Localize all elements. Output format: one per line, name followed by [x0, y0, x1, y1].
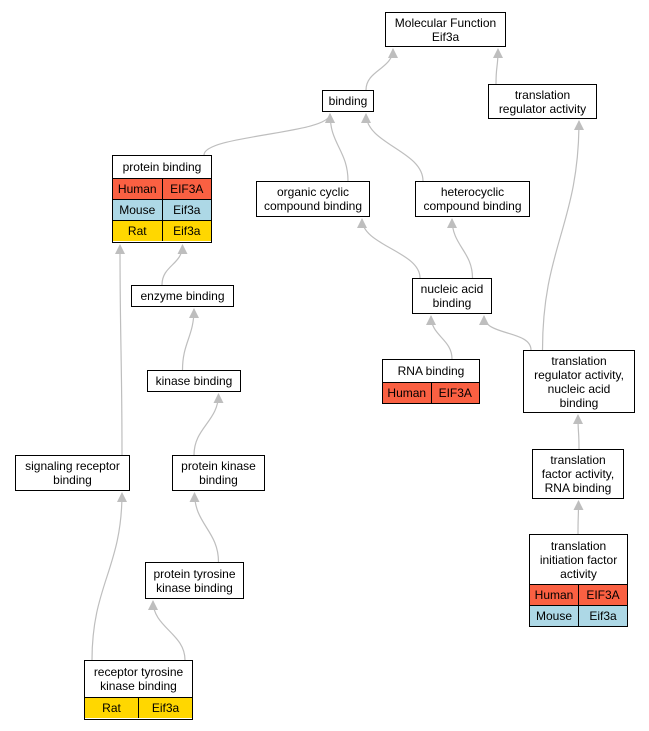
- edge-heterocyclic_compound_binding-to-binding: [361, 113, 424, 182]
- species-row-rat: Rat Eif3a: [113, 220, 211, 241]
- edge-kinase_binding-to-enzyme_binding: [181, 308, 199, 371]
- edge-binding-to-molecular_function: [365, 48, 398, 91]
- edge-nucleic_acid_binding-to-organic_cyclic_compound_binding: [357, 218, 421, 279]
- edge-rna_binding-to-nucleic_acid_binding: [426, 315, 453, 360]
- edge-translation_regulator_activity_nucleic_acid_binding-to-nucleic_acid_binding: [479, 315, 532, 351]
- node-label: translation initiation factor activity: [539, 538, 618, 581]
- node-label: translation regulator activity, nucleic …: [534, 353, 624, 410]
- node-translation-regulator-activity[interactable]: translation regulator activity: [488, 84, 597, 119]
- edge-nucleic_acid_binding-to-heterocyclic_compound_binding: [447, 218, 474, 279]
- node-protein-binding[interactable]: protein binding Human EIF3A Mouse Eif3a …: [112, 155, 212, 243]
- node-translation-regulator-activity-nucleic-acid-binding[interactable]: translation regulator activity, nucleic …: [523, 350, 635, 413]
- edge-translation_factor_activity_rna_binding-to-translation_regulator_activity_nucleic_acid_binding: [573, 414, 584, 450]
- species-name: Human: [534, 588, 574, 602]
- node-label: RNA binding: [397, 364, 465, 378]
- node-label: signaling receptor binding: [25, 459, 120, 487]
- node-molecular-function[interactable]: Molecular Function Eif3a: [385, 12, 506, 47]
- edge-protein_tyrosine_kinase_binding-to-protein_kinase_binding: [189, 492, 220, 563]
- edge-receptor_tyrosine_kinase_binding-to-signaling_receptor_binding: [91, 492, 127, 661]
- edge-translation_regulator_activity-to-molecular_function: [492, 48, 503, 85]
- gene-symbol: Eif3a: [138, 698, 192, 718]
- edge-protein_binding-to-binding: [203, 113, 335, 156]
- node-translation-factor-activity-rna-binding[interactable]: translation factor activity, RNA binding: [532, 449, 624, 499]
- species-name: Rat: [102, 701, 121, 715]
- node-kinase-binding[interactable]: kinase binding: [147, 370, 241, 392]
- species-name: Mouse: [119, 203, 156, 217]
- gene-symbol: EIF3A: [161, 179, 212, 199]
- node-label: enzyme binding: [140, 289, 225, 303]
- species-row-human: Human EIF3A: [113, 178, 211, 199]
- species-name: Human: [387, 386, 427, 400]
- species-name: Rat: [127, 224, 147, 238]
- node-label: translation regulator activity: [498, 87, 587, 116]
- node-label: translation factor activity, RNA binding: [541, 453, 615, 495]
- node-label: protein kinase binding: [181, 459, 256, 487]
- edge-signaling_receptor_binding-to-protein_binding: [115, 244, 126, 456]
- edge-enzyme_binding-to-protein_binding: [161, 244, 188, 286]
- node-label: Molecular Function Eif3a: [394, 15, 497, 44]
- edge-organic_cyclic_compound_binding-to-binding: [325, 113, 349, 182]
- node-label: protein tyrosine kinase binding: [153, 566, 236, 595]
- node-organic-cyclic-compound-binding[interactable]: organic cyclic compound binding: [256, 181, 370, 217]
- gene-symbol: Eif3a: [161, 221, 212, 241]
- node-protein-kinase-binding[interactable]: protein kinase binding: [172, 455, 265, 491]
- gene-symbol: EIF3A: [578, 585, 627, 605]
- node-translation-initiation-factor-activity[interactable]: translation initiation factor activity H…: [529, 534, 628, 627]
- node-label: kinase binding: [155, 374, 233, 388]
- gene-symbol: EIF3A: [430, 383, 480, 403]
- node-nucleic-acid-binding[interactable]: nucleic acid binding: [412, 278, 492, 314]
- node-protein-tyrosine-kinase-binding[interactable]: protein tyrosine kinase binding: [145, 562, 244, 599]
- gene-symbol: Eif3a: [578, 606, 627, 626]
- species-row-rat: Rat Eif3a: [85, 697, 192, 718]
- node-receptor-tyrosine-kinase-binding[interactable]: receptor tyrosine kinase binding Rat Eif…: [84, 660, 193, 720]
- gene-symbol: Eif3a: [161, 200, 212, 220]
- species-name: Mouse: [535, 609, 573, 623]
- node-label: nucleic acid binding: [420, 282, 484, 310]
- node-label: heterocyclic compound binding: [423, 185, 522, 213]
- species-row-human: Human EIF3A: [383, 382, 479, 403]
- node-label: protein binding: [122, 160, 202, 174]
- species-name: Human: [117, 182, 157, 196]
- node-label: organic cyclic compound binding: [263, 185, 363, 213]
- species-row-mouse: Mouse Eif3a: [530, 605, 627, 626]
- edge-receptor_tyrosine_kinase_binding-to-protein_tyrosine_kinase_binding: [148, 600, 186, 661]
- species-row-human: Human EIF3A: [530, 584, 627, 605]
- node-binding[interactable]: binding: [322, 90, 374, 112]
- edge-protein_kinase_binding-to-kinase_binding: [193, 393, 224, 456]
- edge-translation_initiation_factor_activity-to-translation_factor_activity_rna_binding: [573, 500, 584, 535]
- node-enzyme-binding[interactable]: enzyme binding: [131, 285, 234, 307]
- node-label: receptor tyrosine kinase binding: [93, 665, 184, 693]
- species-row-mouse: Mouse Eif3a: [113, 199, 211, 220]
- node-rna-binding[interactable]: RNA binding Human EIF3A: [382, 359, 480, 404]
- node-heterocyclic-compound-binding[interactable]: heterocyclic compound binding: [415, 181, 530, 217]
- edge-translation_regulator_activity_nucleic_acid_binding-to-translation_regulator_activity: [541, 120, 584, 351]
- node-signaling-receptor-binding[interactable]: signaling receptor binding: [15, 455, 130, 491]
- node-label: binding: [328, 94, 368, 108]
